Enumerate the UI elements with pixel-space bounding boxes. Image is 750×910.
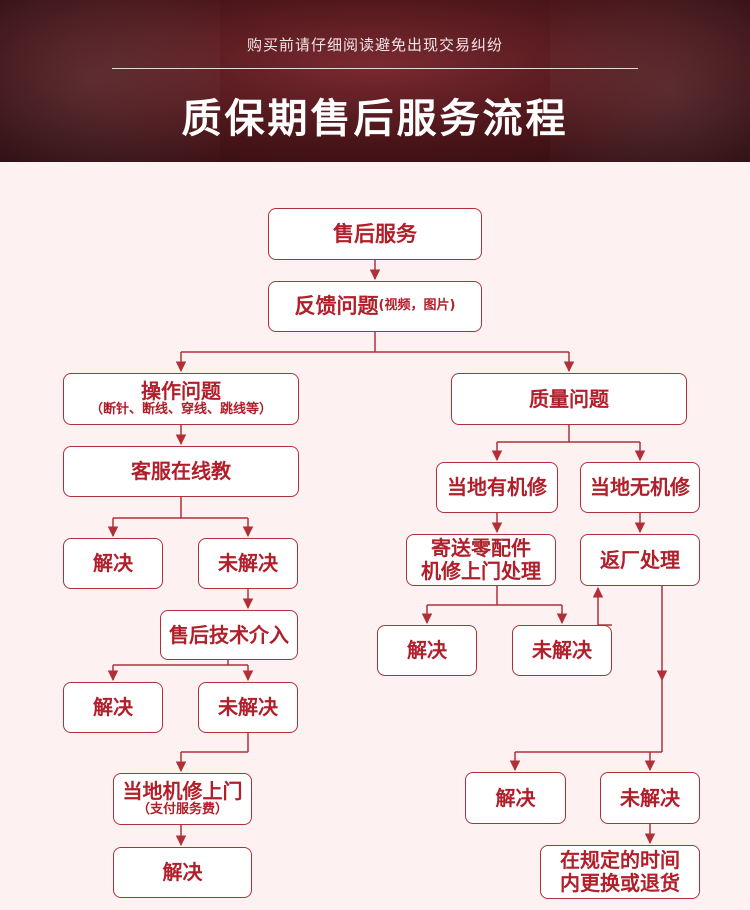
header-banner: 购买前请仔细阅读避免出现交易纠纷 质保期售后服务流程	[0, 0, 750, 162]
solved-label: 解决	[407, 638, 447, 662]
solved-box: 解决	[63, 538, 163, 589]
unsolved-box: 未解决	[198, 538, 298, 589]
unsolved-label: 未解决	[218, 695, 278, 719]
flow-connectors	[107, 260, 668, 847]
tech-intervention-label: 售后技术介入	[169, 622, 289, 647]
solved-box: 解决	[377, 625, 477, 676]
unsolved-label: 未解决	[620, 785, 680, 810]
local-no-repair-box: 当地无机修	[580, 462, 700, 513]
tech-intervention-box: 售后技术介入	[160, 610, 298, 660]
local-repair-visit-box: 当地机修上门 （支付服务费）	[113, 773, 252, 825]
local-repair-visit-note: （支付服务费）	[136, 802, 228, 818]
unsolved-label: 未解决	[218, 551, 278, 575]
operation-issue-note: （断针、断线、穿线、跳线等）	[89, 402, 272, 418]
online-teaching-box: 客服在线教	[63, 446, 299, 497]
flowchart: 售后服务 反馈问题(视频，图片) 操作问题 （断针、断线、穿线、跳线等） 客服在…	[0, 162, 750, 910]
unsolved-label: 未解决	[532, 638, 592, 662]
after-sales-service-label: 售后服务	[333, 221, 417, 246]
return-factory-box: 返厂处理	[580, 534, 700, 586]
local-repair-visit-label: 当地机修上门	[122, 779, 243, 804]
quality-issue-box: 质量问题	[451, 373, 687, 425]
solved-label: 解决	[93, 551, 133, 575]
solved-box: 解决	[63, 682, 163, 733]
replace-or-return-box: 在规定的时间 内更换或退货	[540, 845, 700, 899]
local-no-repair-label: 当地无机修	[590, 475, 690, 499]
solved-box: 解决	[113, 847, 252, 898]
solved-label: 解决	[162, 860, 203, 884]
page-title: 质保期售后服务流程	[181, 96, 569, 142]
header-subtitle: 购买前请仔细阅读避免出现交易纠纷	[246, 36, 503, 54]
after-sales-service-box: 售后服务	[268, 208, 482, 260]
send-parts-line1: 寄送零配件	[431, 536, 531, 560]
banner-decoration	[0, 0, 220, 162]
replace-or-return-line2: 内更换或退货	[560, 871, 680, 895]
solved-label: 解决	[93, 695, 133, 719]
send-parts-box: 寄送零配件 机修上门处理	[406, 534, 556, 586]
local-has-repair-label: 当地有机修	[447, 475, 547, 499]
feedback-label: 反馈问题	[294, 294, 379, 319]
online-teaching-label: 客服在线教	[131, 459, 231, 483]
banner-decoration	[550, 0, 750, 162]
replace-or-return-line1: 在规定的时间	[560, 848, 680, 872]
solved-box: 解决	[465, 772, 566, 824]
unsolved-box: 未解决	[198, 682, 298, 733]
solved-label: 解决	[495, 785, 536, 810]
operation-issue-label: 操作问题	[141, 379, 221, 404]
header-divider	[112, 68, 638, 69]
feedback-note: (视频，图片)	[378, 298, 456, 314]
local-has-repair-box: 当地有机修	[436, 462, 558, 513]
unsolved-box: 未解决	[512, 625, 612, 676]
send-parts-line2: 机修上门处理	[421, 559, 541, 583]
quality-issue-label: 质量问题	[529, 386, 609, 411]
unsolved-box: 未解决	[600, 772, 700, 824]
operation-issue-box: 操作问题 （断针、断线、穿线、跳线等）	[63, 373, 299, 425]
feedback-box: 反馈问题(视频，图片)	[268, 281, 482, 332]
return-factory-label: 返厂处理	[600, 547, 680, 572]
